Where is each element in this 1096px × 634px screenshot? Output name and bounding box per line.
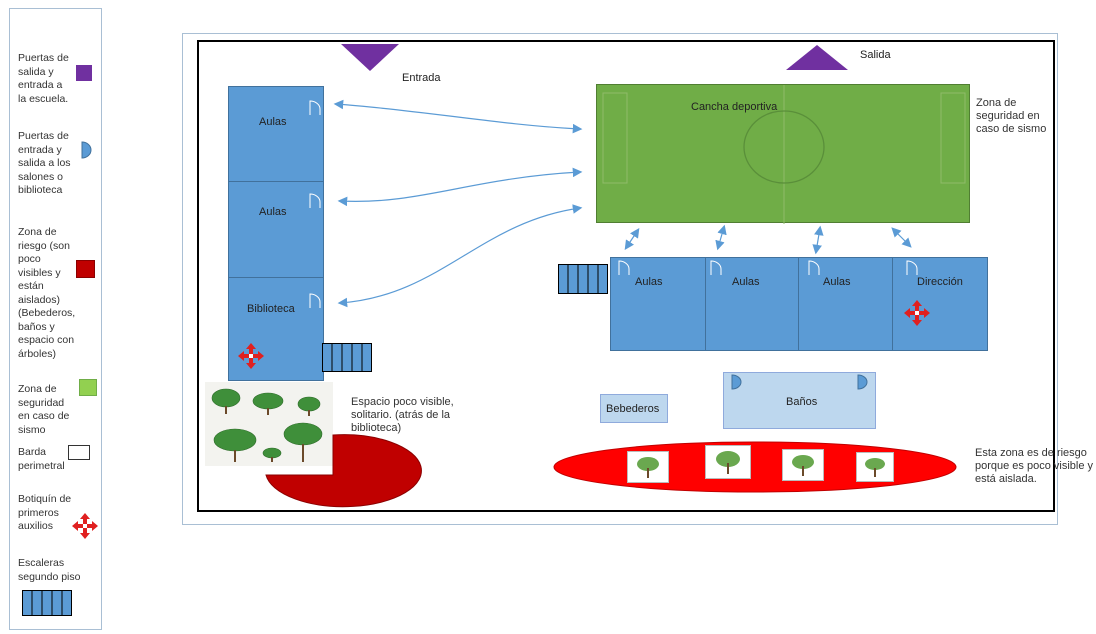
bathrooms-label: Baños: [786, 396, 818, 408]
legend-safety-zone-label: Zona de seguridad en caso de sismo: [18, 383, 70, 436]
half-circle-door-icon: [81, 141, 92, 159]
legend-perimeter-label: Barda perimetral: [18, 446, 65, 472]
half-circle-door-icon: [618, 260, 630, 275]
stairs-icon: [22, 590, 72, 616]
half-circle-door-icon: [309, 193, 321, 208]
tree-icon: [211, 388, 323, 462]
left-classroom-2-label: Aulas: [259, 206, 287, 218]
half-circle-door-icon: [309, 293, 321, 308]
safety-zone-swatch-icon: [79, 379, 97, 396]
left-classroom-2: Aulas: [228, 181, 324, 278]
half-circle-door-icon: [808, 260, 820, 275]
row-classroom-1-label: Aulas: [635, 276, 663, 288]
half-circle-door-icon: [906, 260, 918, 275]
legend-room-doors-label: Puertas de entrada y salida a los salone…: [18, 130, 71, 196]
field-markings-icon: [602, 85, 966, 224]
exit-door-icon: [786, 45, 848, 70]
entrance-door-icon: [341, 44, 399, 71]
bathrooms: Baños: [723, 372, 876, 429]
tree-icon: [627, 451, 669, 483]
row-classroom-2-label: Aulas: [732, 276, 760, 288]
map-outer-frame: [182, 33, 1058, 525]
direction-office: Dirección: [892, 257, 988, 351]
risk-zone-note: Esta zona es de riesgo porque es poco vi…: [975, 447, 1094, 485]
first-aid-icon: [904, 300, 930, 326]
first-aid-icon: [238, 343, 264, 369]
tree-icon: [856, 452, 894, 482]
direction-office-label: Dirección: [917, 276, 963, 288]
legend-first-aid-label: Botiquín de primeros auxilios: [18, 493, 72, 532]
row-classroom-3: Aulas: [798, 257, 893, 351]
tree-icon: [782, 449, 824, 481]
risk-zone-library: [265, 434, 422, 508]
left-classroom-1-label: Aulas: [259, 116, 287, 128]
risk-zone-swatch-icon: [76, 260, 95, 278]
water-fountains-label: Bebederos: [606, 403, 660, 415]
stairs-icon: [558, 264, 608, 294]
legend-panel: Puertas de salida y entrada a la escuela…: [9, 8, 102, 630]
stairs-icon: [322, 343, 372, 372]
library: Biblioteca: [228, 277, 324, 381]
sports-field: Cancha deportiva: [596, 84, 970, 224]
exit-label: Salida: [860, 49, 891, 61]
library-label: Biblioteca: [247, 303, 295, 315]
half-circle-door-icon: [710, 260, 722, 275]
tree-icon: [705, 445, 751, 479]
half-circle-door-icon: [309, 100, 321, 115]
half-circle-door-icon: [857, 374, 868, 390]
legend-stairs-label: Escaleras segundo piso: [18, 557, 81, 583]
perimeter-wall: [197, 40, 1055, 512]
perimeter-swatch-icon: [68, 445, 90, 460]
hidden-space-note: Espacio poco visible, solitario. (atrás …: [351, 396, 454, 434]
sports-field-label: Cancha deportiva: [691, 101, 778, 113]
left-classroom-1: Aulas: [228, 86, 324, 182]
legend-risk-zone-label: Zona de riesgo (son poco visibles y está…: [18, 226, 76, 360]
half-circle-door-icon: [731, 374, 742, 390]
row-classroom-1: Aulas: [610, 257, 706, 351]
row-classroom-3-label: Aulas: [823, 276, 851, 288]
legend-exit-doors-label: Puertas de salida y entrada a la escuela…: [18, 52, 69, 105]
safety-zone-note: Zona de seguridad en caso de sismo: [976, 97, 1047, 135]
purple-door-swatch-icon: [76, 65, 92, 81]
trees-image: [205, 382, 333, 466]
water-fountains: Bebederos: [600, 394, 668, 423]
entrance-label: Entrada: [402, 72, 441, 84]
first-aid-icon: [72, 513, 98, 539]
risk-zone-trees: [553, 441, 957, 493]
